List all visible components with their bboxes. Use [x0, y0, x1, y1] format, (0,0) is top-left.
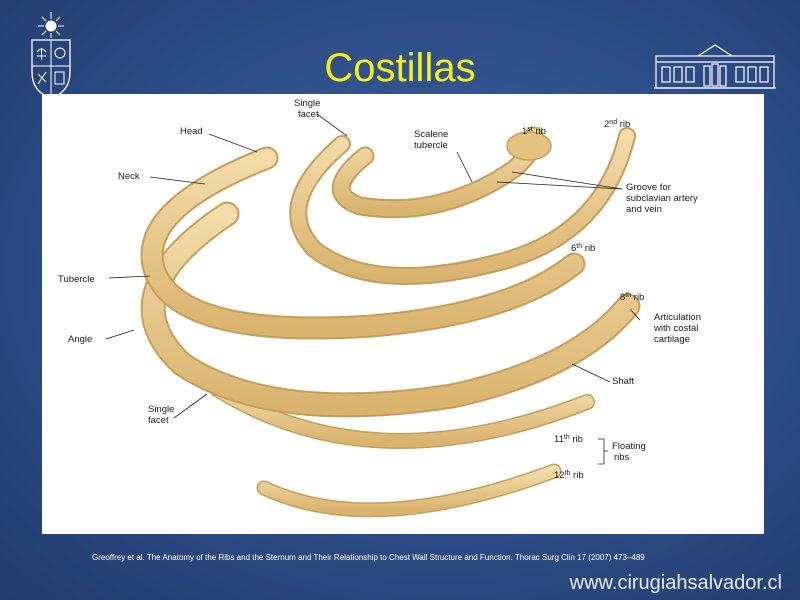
label-groove-line2: subclavian artery [626, 193, 698, 204]
label-scalene-tubercle-line2: tubercle [414, 140, 448, 151]
label-floating-line2: ribs [614, 452, 630, 463]
label-head: Head [180, 126, 203, 137]
citation-text: Greoffrey et al. The Anatomy of the Ribs… [92, 553, 645, 562]
website-url: www.cirugiahsalvador.cl [569, 572, 782, 594]
leader-lines [105, 113, 641, 465]
label-tubercle: Tubercle [58, 274, 95, 285]
hospital-building-icon [654, 44, 776, 89]
label-articulation-line1: Articulation [654, 312, 701, 323]
label-groove-line3: and vein [626, 204, 662, 215]
label-rib-6: 6th rib [571, 243, 595, 254]
label-single-facet-lower-line1: Single [148, 404, 174, 415]
slide-title: Costillas [324, 46, 476, 90]
label-angle: Angle [68, 334, 92, 345]
rib-diagram-panel: Head Neck Tubercle Angle Single facet Si… [42, 94, 764, 534]
label-single-facet-top-line2: facet [298, 109, 319, 120]
label-single-facet-top-line1: Single [294, 98, 320, 109]
label-rib-1: 1st rib [522, 126, 546, 137]
label-neck: Neck [118, 171, 140, 182]
label-articulation-line2: with costal [653, 323, 698, 334]
label-rib-8: 8th rib [620, 292, 644, 303]
label-rib-2: 2nd rib [604, 119, 630, 130]
label-articulation-line3: cartilage [654, 334, 690, 345]
rib-diagram: Head Neck Tubercle Angle Single facet Si… [58, 98, 701, 518]
label-scalene-tubercle-line1: Scalene [414, 129, 448, 140]
label-single-facet-lower-line2: facet [148, 415, 169, 426]
label-rib-12: 12th rib [554, 470, 584, 481]
university-seal-icon [31, 12, 71, 99]
label-rib-11: 11th rib [554, 434, 583, 445]
label-shaft: Shaft [612, 376, 635, 387]
label-groove-line1: Groove for [626, 182, 671, 193]
label-floating-line1: Floating [612, 441, 646, 452]
